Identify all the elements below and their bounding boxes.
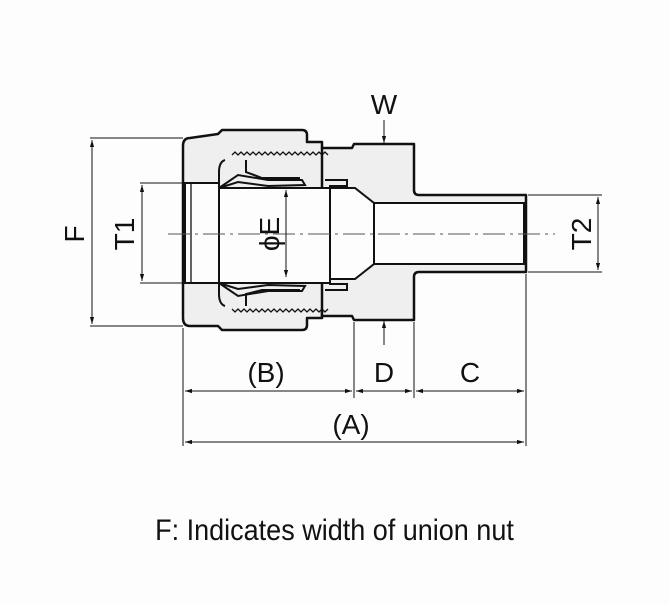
label-d: D bbox=[374, 357, 394, 388]
label-t1: T1 bbox=[109, 218, 140, 251]
caption: F: Indicates width of union nut bbox=[155, 514, 514, 547]
thread-bottom bbox=[231, 308, 329, 313]
label-w: W bbox=[371, 89, 398, 120]
label-b: (B) bbox=[247, 357, 284, 388]
label-e: ϕE bbox=[254, 217, 285, 251]
label-a: (A) bbox=[332, 409, 369, 440]
inner-ring-top bbox=[218, 159, 300, 188]
inner-ring-bottom bbox=[218, 283, 300, 307]
label-c: C bbox=[460, 357, 480, 388]
groove-top bbox=[325, 179, 348, 188]
ferrule-top bbox=[218, 173, 307, 189]
label-t2: T2 bbox=[566, 218, 597, 251]
thread-top bbox=[231, 151, 329, 156]
inlet-bore bbox=[184, 182, 220, 284]
groove-bottom bbox=[325, 283, 348, 291]
label-f: F bbox=[59, 225, 90, 242]
dimension-lines bbox=[89, 120, 601, 445]
extension-lines bbox=[90, 137, 602, 446]
